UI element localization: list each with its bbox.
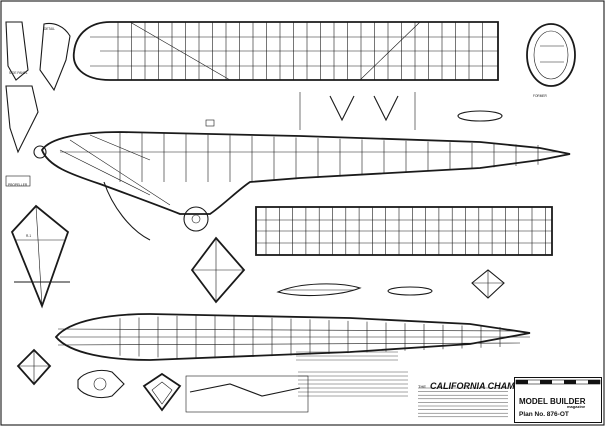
scale-ruler [515, 379, 601, 385]
lower-wing [255, 206, 553, 256]
center-diamond [190, 236, 246, 304]
fuselage-side [33, 131, 571, 241]
bottom-details [16, 348, 309, 413]
svg-text:SIDE PANEL: SIDE PANEL [9, 71, 28, 75]
upper-left-parts: DETAIL SIDE PANEL [5, 21, 71, 154]
notes [296, 351, 508, 417]
left-diamonds: R-1 PROPELLER [5, 175, 70, 309]
svg-text:R-1: R-1 [26, 234, 31, 238]
airfoil-sections [276, 269, 505, 299]
top-wing [72, 21, 499, 81]
nose-former: FORMER [526, 23, 576, 98]
title-lead: THE [418, 384, 426, 389]
svg-text:FORMER: FORMER [533, 94, 548, 98]
stabilizer [54, 313, 531, 361]
magazine-logo: MODEL BUILDER [519, 397, 586, 406]
plan-title: CALIFORNIA CHAMP [430, 381, 521, 391]
center-details [205, 92, 503, 130]
title-block [514, 377, 602, 423]
magazine-tag: magazine [567, 404, 586, 409]
svg-text:DETAIL: DETAIL [44, 27, 55, 31]
svg-text:PROPELLER: PROPELLER [8, 183, 28, 187]
plan-number: Plan No. 876-OT [519, 411, 569, 418]
